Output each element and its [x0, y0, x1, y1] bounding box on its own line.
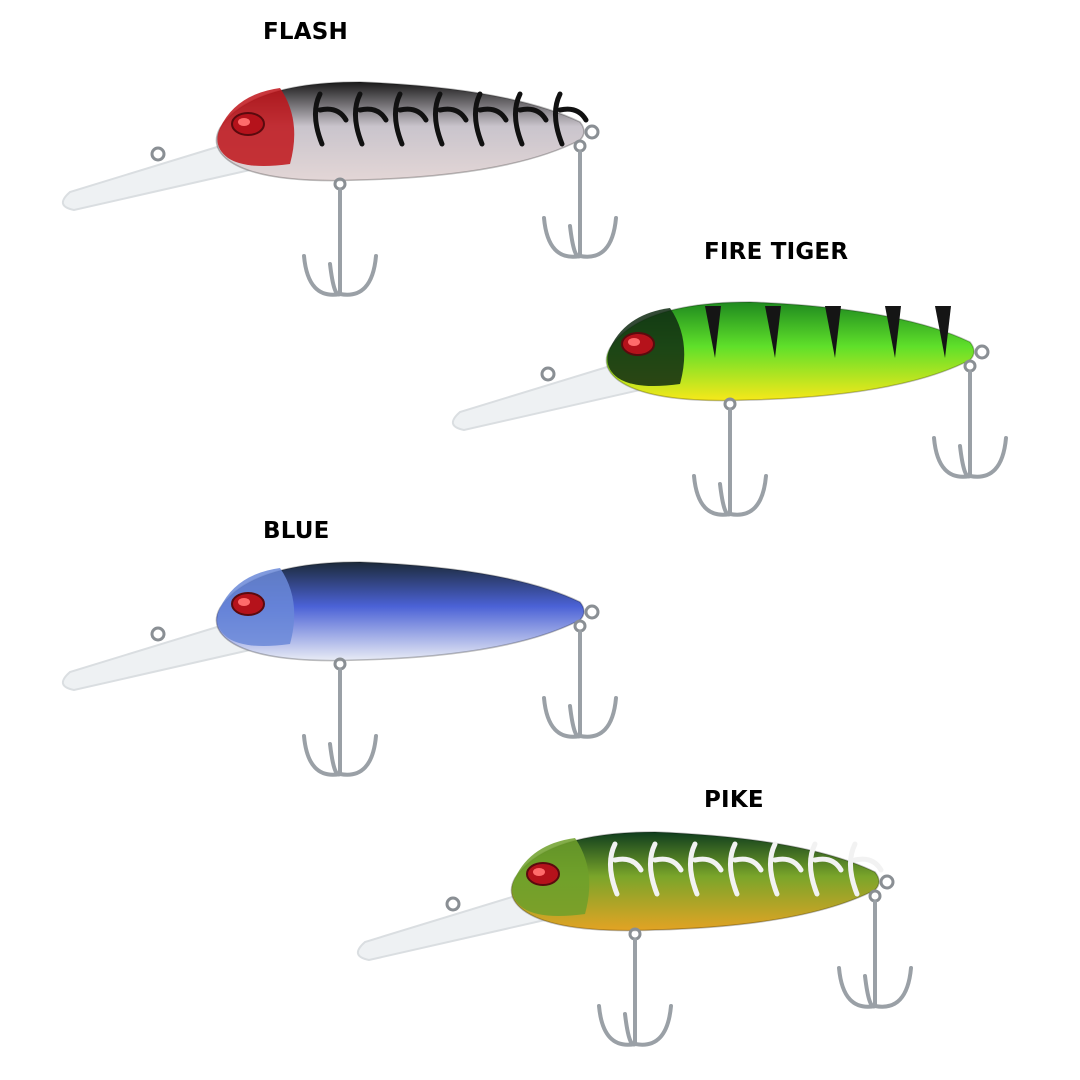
- lure-pattern: [608, 841, 884, 897]
- lure-label-fire-tiger: FIRE TIGER: [704, 239, 849, 265]
- lure-fire-tiger-image: [452, 301, 1008, 517]
- tail-treble-hook-icon: [542, 139, 618, 259]
- lure-label-flash: FLASH: [263, 19, 348, 45]
- belly-treble-hook-icon: [597, 927, 673, 1047]
- tail-ring: [584, 604, 600, 620]
- lure-lip: [62, 618, 252, 692]
- tail-ring: [879, 874, 895, 890]
- lure-flash-image: [62, 81, 618, 297]
- tail-treble-hook-icon: [837, 889, 913, 1009]
- lure-lip: [452, 358, 642, 432]
- lure-pattern: [705, 306, 951, 358]
- belly-treble-hook-icon: [302, 177, 378, 297]
- line-tie-ring: [150, 146, 166, 162]
- line-tie-ring: [540, 366, 556, 382]
- eye-highlight: [533, 868, 545, 876]
- tail-treble-hook-icon: [932, 359, 1008, 479]
- tail-ring: [584, 124, 600, 140]
- lure-blue-image: [62, 561, 618, 777]
- eye-highlight: [238, 598, 250, 606]
- lure-lip: [357, 888, 547, 962]
- tail-ring: [974, 344, 990, 360]
- lure-pike-image: [357, 831, 913, 1047]
- belly-treble-hook-icon: [692, 397, 768, 517]
- lure-label-blue: BLUE: [263, 518, 330, 544]
- eye-highlight: [238, 118, 250, 126]
- line-tie-ring: [150, 626, 166, 642]
- eye-highlight: [628, 338, 640, 346]
- belly-treble-hook-icon: [302, 657, 378, 777]
- line-tie-ring: [445, 896, 461, 912]
- tail-treble-hook-icon: [542, 619, 618, 739]
- lure-pattern: [313, 91, 589, 147]
- lure-label-pike: PIKE: [704, 787, 764, 813]
- lure-lip: [62, 138, 252, 212]
